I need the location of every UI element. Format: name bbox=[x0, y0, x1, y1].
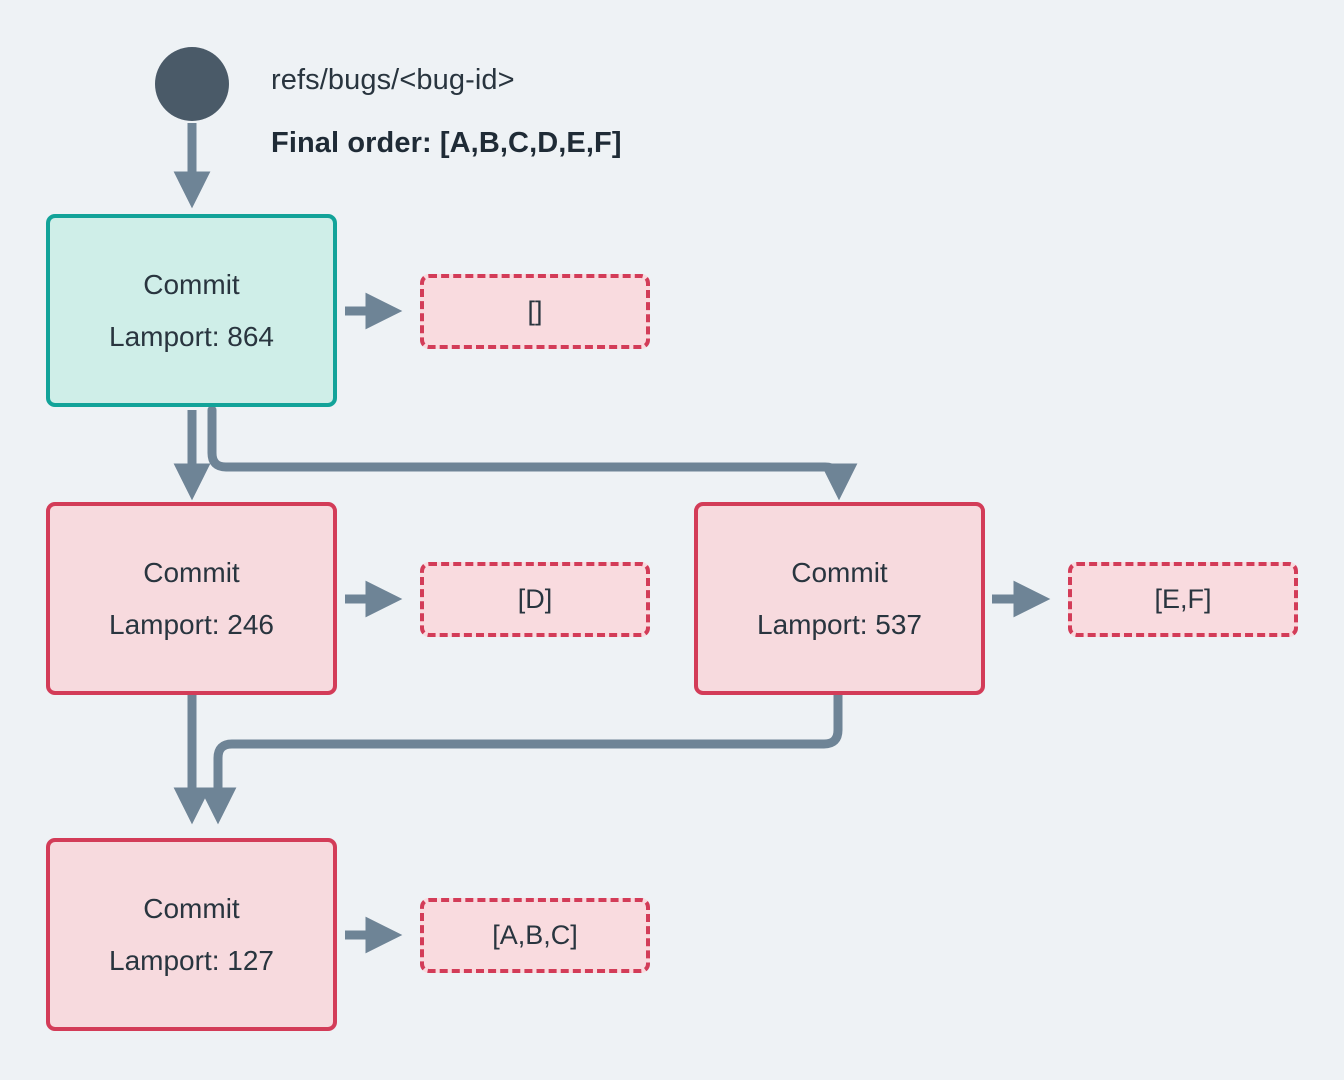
payload-label: [A,B,C] bbox=[492, 920, 578, 950]
commit-node-246[interactable]: Commit Lamport: 246 bbox=[46, 502, 337, 695]
commit-node-127[interactable]: Commit Lamport: 127 bbox=[46, 838, 337, 1031]
commit-lamport: Lamport: 864 bbox=[109, 320, 274, 352]
commit-title: Commit bbox=[143, 892, 240, 924]
commit-title: Commit bbox=[791, 556, 888, 588]
edge-864-to-537 bbox=[207, 405, 858, 501]
commit-node-864[interactable]: Commit Lamport: 864 bbox=[46, 214, 337, 407]
commit-node-537[interactable]: Commit Lamport: 537 bbox=[694, 502, 985, 695]
commit-lamport: Lamport: 246 bbox=[109, 608, 274, 640]
commit-title: Commit bbox=[143, 268, 240, 300]
payload-label: [D] bbox=[517, 584, 553, 614]
payload-box-537[interactable]: [E,F] bbox=[1068, 562, 1298, 637]
payload-label: [] bbox=[527, 296, 543, 326]
payload-label: [E,F] bbox=[1154, 584, 1212, 614]
ref-path-label: refs/bugs/<bug-id> bbox=[271, 64, 515, 96]
payload-box-246[interactable]: [D] bbox=[420, 562, 650, 637]
edge-537-to-127 bbox=[199, 689, 843, 825]
commit-lamport: Lamport: 127 bbox=[109, 944, 274, 976]
payload-box-864[interactable]: [] bbox=[420, 274, 650, 349]
payload-box-127[interactable]: [A,B,C] bbox=[420, 898, 650, 973]
commit-title: Commit bbox=[143, 556, 240, 588]
root-ref-node[interactable] bbox=[155, 47, 229, 121]
final-order-label: Final order: [A,B,C,D,E,F] bbox=[271, 127, 622, 159]
commit-lamport: Lamport: 537 bbox=[757, 608, 922, 640]
